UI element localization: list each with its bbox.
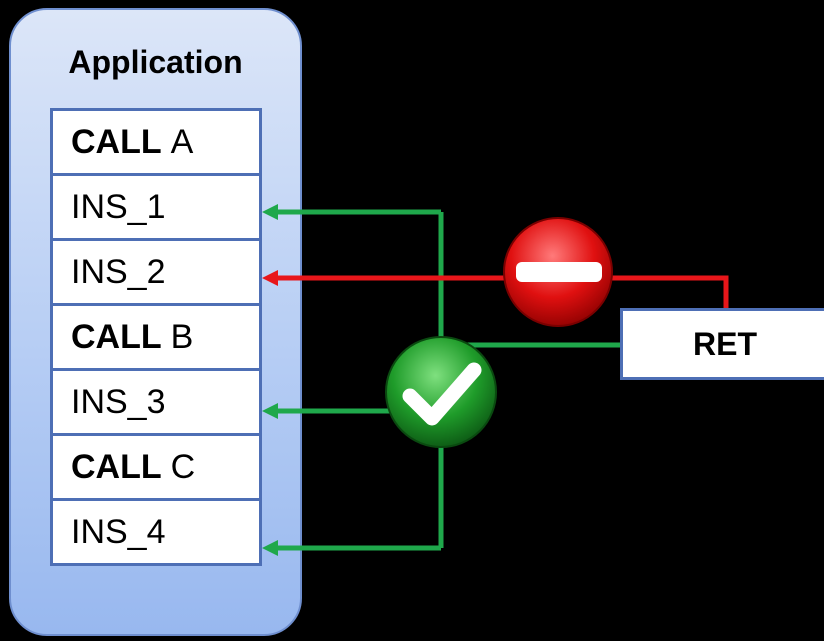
instruction-ins-2: INS_2 (50, 238, 262, 306)
instruction-stack: CALL A INS_1 INS_2 CALL B INS_3 CALL C I… (50, 108, 262, 566)
arrowhead-ins-4 (262, 540, 278, 556)
instruction-opcode: CALL (71, 122, 162, 161)
blocked-return-path (262, 270, 729, 308)
instruction-ins-4: INS_4 (50, 498, 262, 566)
instruction-label: INS_1 (71, 187, 166, 226)
check-icon (385, 336, 497, 448)
instruction-call-c: CALL C (50, 433, 262, 501)
instruction-operand: B (170, 317, 194, 356)
ret-box: RET (620, 308, 824, 380)
instruction-call-b: CALL B (50, 303, 262, 371)
instruction-operand: C (170, 447, 196, 486)
instruction-label: INS_2 (71, 252, 166, 291)
instruction-label: INS_3 (71, 382, 166, 421)
allowed-arrowheads (262, 204, 278, 556)
arrowhead-ins-2 (262, 270, 278, 286)
arrowhead-ins-1 (262, 204, 278, 220)
arrowhead-ins-3 (262, 403, 278, 419)
instruction-label: INS_4 (71, 512, 166, 551)
application-title: Application (68, 44, 243, 80)
instruction-opcode: CALL (71, 317, 162, 356)
instruction-operand: A (170, 122, 194, 161)
instruction-ins-3: INS_3 (50, 368, 262, 436)
instruction-opcode: CALL (71, 447, 162, 486)
ret-label: RET (693, 325, 757, 362)
no-entry-icon (503, 217, 613, 327)
